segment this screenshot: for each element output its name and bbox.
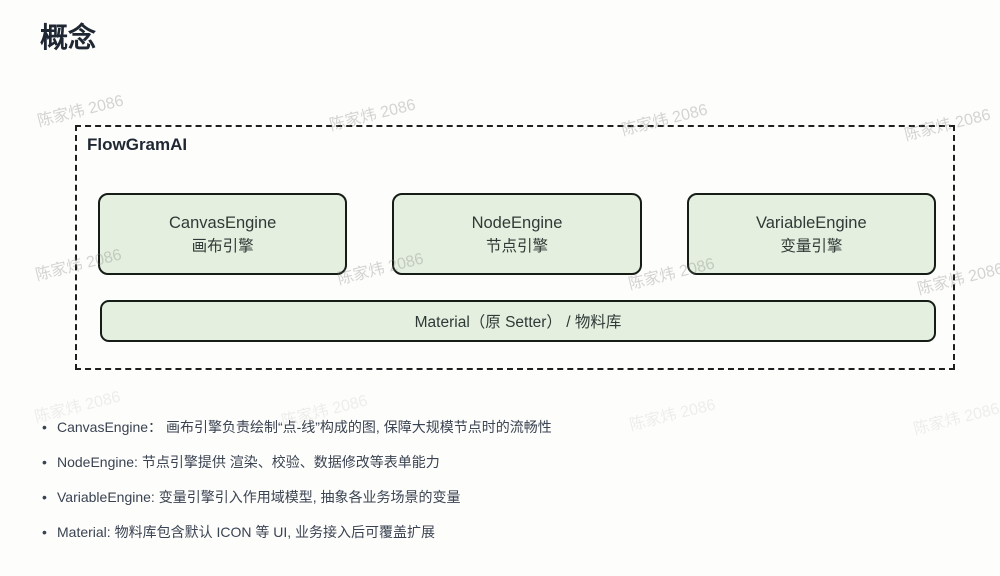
material-label: Material（原 Setter） / 物料库 [414,314,622,331]
variable-engine-box: VariableEngine 变量引擎 [686,193,936,275]
engine-row: CanvasEngine 画布引擎 NodeEngine 节点引擎 Variab… [98,193,936,275]
diagram-title: FlowGramAI [87,135,188,154]
flowgram-architecture-diagram: FlowGramAI CanvasEngine 画布引擎 NodeEngine … [75,125,955,370]
concept-bullet-list: CanvasEngine： 画布引擎负责绘制“点-线”构成的图, 保障大规模节点… [40,418,940,558]
canvas-engine-name: CanvasEngine [169,213,277,232]
node-engine-box: NodeEngine 节点引擎 [392,193,642,275]
material-box: Material（原 Setter） / 物料库 [100,300,936,342]
variable-engine-name: VariableEngine [755,213,867,232]
variable-engine-subtitle: 变量引擎 [780,237,843,255]
canvas-engine-subtitle: 画布引擎 [191,237,254,255]
bullet-variable-engine: VariableEngine: 变量引擎引入作用域模型, 抽象各业务场景的变量 [40,488,940,507]
bullet-material: Material: 物料库包含默认 ICON 等 UI, 业务接入后可覆盖扩展 [40,523,940,542]
node-engine-subtitle: 节点引擎 [485,237,548,255]
node-engine-name: NodeEngine [471,213,563,232]
bullet-canvas-engine: CanvasEngine： 画布引擎负责绘制“点-线”构成的图, 保障大规模节点… [40,418,940,437]
canvas-engine-box: CanvasEngine 画布引擎 [98,193,348,275]
page-title: 概念 [40,22,97,53]
bullet-node-engine: NodeEngine: 节点引擎提供 渲染、校验、数据修改等表单能力 [40,453,940,472]
